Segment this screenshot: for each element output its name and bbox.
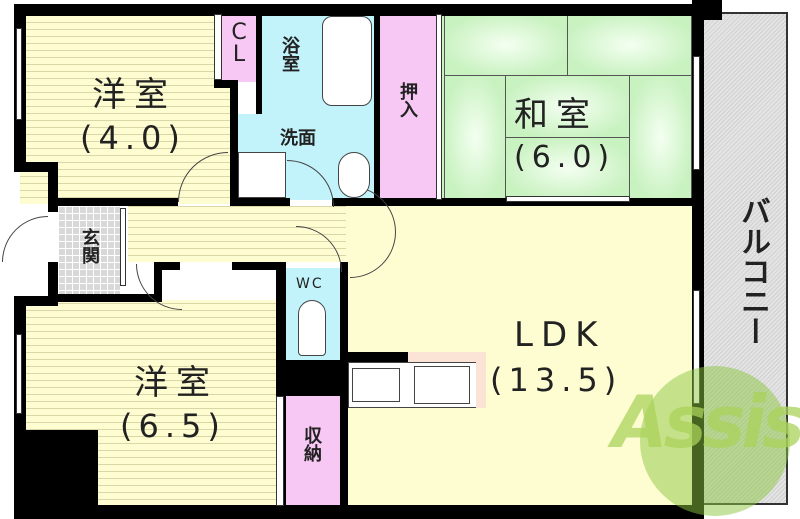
bathroom-label: 浴室 — [279, 36, 300, 72]
entrance-label: 玄関 — [79, 228, 100, 264]
wall — [276, 360, 348, 396]
wall — [14, 296, 58, 306]
tatami-mat — [505, 75, 630, 138]
western-room-2-size: (6.5) — [120, 407, 226, 445]
toilet-icon — [298, 300, 326, 356]
wall — [230, 80, 238, 206]
japanese-room-size: (6.0) — [514, 140, 616, 175]
wall — [58, 294, 162, 302]
wall — [346, 352, 410, 362]
wall — [340, 262, 348, 506]
ldk-name: LDK — [514, 315, 606, 355]
wall — [14, 4, 704, 16]
wall — [58, 198, 178, 206]
wall — [232, 262, 286, 270]
bathtub-icon — [322, 16, 372, 106]
oshiire-label: 押入 — [397, 82, 418, 118]
tatami-mat — [629, 75, 692, 200]
tatami-mat — [444, 75, 506, 200]
window — [16, 334, 22, 414]
stove-icon — [352, 368, 400, 402]
wall — [214, 80, 238, 88]
sink-icon — [338, 152, 370, 198]
wall — [230, 198, 290, 206]
wall — [26, 430, 98, 508]
counter-backsplash — [476, 352, 486, 408]
counter-backsplash — [408, 352, 486, 362]
entrance-floor — [58, 206, 120, 294]
western-room-2-name: 洋室 — [134, 363, 218, 403]
oshiire-floor — [380, 14, 436, 200]
wc-label: WC — [296, 276, 324, 292]
wall — [48, 162, 58, 212]
closet-door — [276, 396, 284, 506]
closet-cl-floor — [222, 14, 256, 82]
tatami-mat — [567, 14, 692, 76]
western-room-1-name: 洋室 — [92, 75, 176, 115]
sliding-door — [436, 14, 442, 200]
storage-floor — [286, 396, 342, 506]
ldk-size: (13.5) — [490, 361, 623, 399]
window — [693, 290, 700, 404]
wall — [14, 162, 58, 172]
sliding-door — [506, 196, 630, 202]
kitchen-sink-icon — [414, 366, 470, 404]
closet-door — [214, 14, 222, 80]
balcony-label: バルコニー — [735, 196, 770, 346]
japanese-room-name: 和室 — [514, 95, 598, 135]
wall — [14, 505, 704, 519]
wall — [48, 262, 58, 306]
western-room-1-size: (4.0) — [80, 119, 186, 157]
tatami-mat — [444, 14, 568, 76]
tatami-mat — [505, 137, 630, 200]
window — [693, 56, 700, 170]
storage-label: 収納 — [301, 426, 322, 462]
washroom-label: 洗面 — [280, 128, 316, 149]
western-room-2-floor — [20, 300, 276, 506]
wall — [256, 14, 262, 114]
closet-cl-label: CL — [231, 20, 247, 67]
window — [16, 28, 22, 120]
wall — [374, 14, 380, 206]
wall — [332, 198, 692, 206]
washing-machine-icon — [238, 152, 286, 198]
closet-door — [120, 208, 126, 286]
